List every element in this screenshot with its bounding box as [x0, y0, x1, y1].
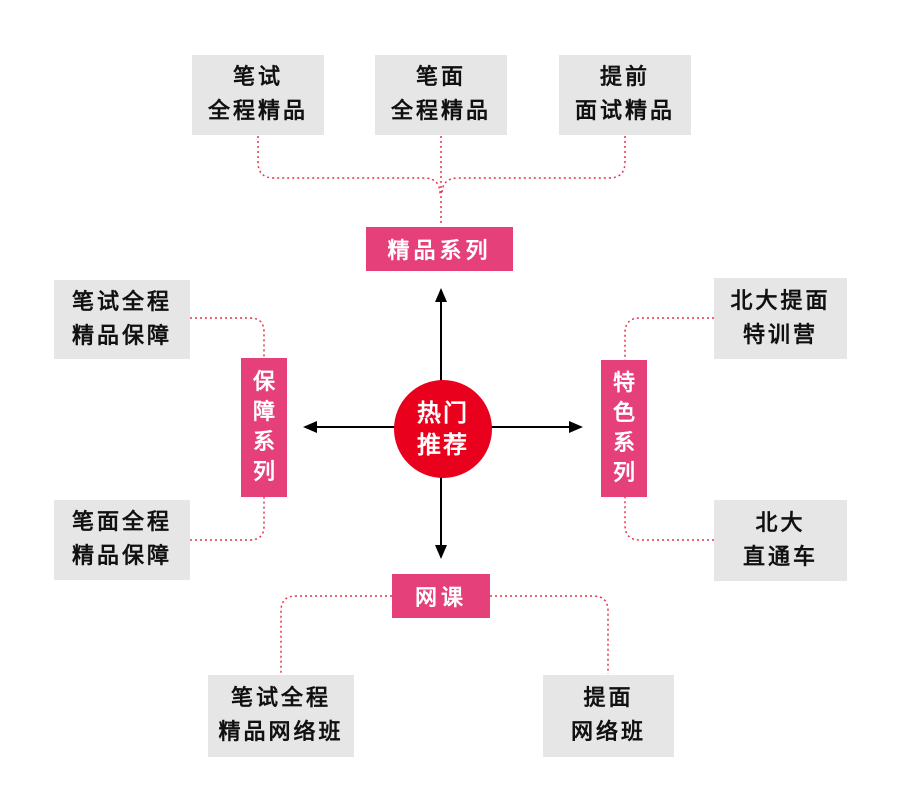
connector-right-top — [624, 317, 714, 360]
product-line-2: 特训营 — [742, 322, 818, 348]
product-line-2: 精品保障 — [71, 323, 172, 349]
category-char: 障 — [252, 399, 275, 425]
product-line-1: 笔试全程 — [71, 289, 172, 315]
product-line-1: 提面 — [583, 686, 634, 711]
product-line-2: 全程精品 — [207, 99, 308, 124]
product-box-written-full: 笔试 全程精品 — [192, 55, 324, 135]
category-tag-guarantee-series: 保 障 系 列 — [241, 358, 287, 497]
category-tag-online-course: 网课 — [392, 574, 490, 618]
product-box-written-interview-guarantee: 笔面全程 精品保障 — [54, 500, 190, 580]
connector-bottom-left — [280, 595, 392, 674]
connector-top-right — [441, 136, 626, 195]
connector-right-bottom — [624, 497, 714, 541]
connector-left-bottom — [190, 497, 265, 541]
hub-line-1: 热门 — [417, 399, 469, 427]
category-char: 列 — [252, 459, 275, 485]
product-line-2: 精品保障 — [71, 544, 172, 569]
product-line-1: 北大 — [755, 510, 806, 536]
product-line-1: 笔试全程 — [230, 686, 331, 711]
product-line-1: 笔面 — [415, 65, 466, 90]
product-box-pku-interview-camp: 北大提面 特训营 — [714, 278, 847, 359]
category-tag-premium-series: 精品系列 — [366, 227, 513, 271]
connector-bottom-right — [490, 595, 609, 674]
product-box-written-interview-full: 笔面 全程精品 — [375, 55, 507, 135]
product-box-interview-online-class: 提面 网络班 — [543, 675, 674, 757]
product-line-2: 直通车 — [742, 544, 818, 570]
category-char: 色 — [612, 400, 635, 426]
product-line-2: 网络班 — [570, 720, 646, 745]
product-line-2: 面试精品 — [574, 99, 675, 124]
product-box-written-online-class: 笔试全程 精品网络班 — [208, 675, 354, 757]
product-box-early-interview: 提前 面试精品 — [559, 55, 691, 135]
category-tag-label: 精品系列 — [387, 239, 492, 264]
category-char: 列 — [612, 460, 635, 486]
connector-top-left — [257, 136, 441, 195]
hub-line-2: 推荐 — [417, 431, 469, 459]
category-char: 系 — [252, 429, 275, 455]
product-line-1: 笔面全程 — [71, 510, 172, 535]
connector-left-top — [190, 317, 265, 358]
category-char: 特 — [612, 370, 635, 396]
category-tag-featured-series: 特 色 系 列 — [601, 360, 647, 497]
hub-hot-recommend: 热门 推荐 — [394, 380, 492, 478]
product-line-2: 全程精品 — [390, 99, 491, 124]
product-line-1: 笔试 — [232, 65, 283, 90]
category-char: 系 — [612, 430, 635, 456]
category-tag-label: 网课 — [414, 586, 467, 611]
product-line-2: 精品网络班 — [218, 720, 344, 745]
product-box-written-guarantee: 笔试全程 精品保障 — [54, 280, 190, 359]
category-char: 保 — [252, 369, 275, 395]
product-line-1: 北大提面 — [730, 288, 831, 314]
product-box-pku-express: 北大 直通车 — [714, 500, 847, 581]
product-line-1: 提前 — [599, 65, 650, 90]
